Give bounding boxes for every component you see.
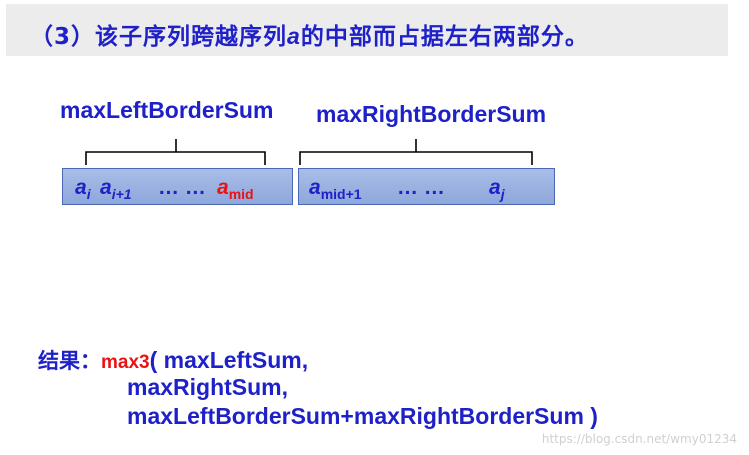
cell-a-mid: amid [217,176,254,203]
right-segment-box: amid+1 … … aj [298,168,555,205]
result-line-2: maxRightSum, [127,374,289,400]
watermark: https://blog.csdn.net/wmy01234 [541,432,737,446]
left-ellipsis: … … [158,176,206,199]
result-arg-1: ( maxLeftSum, [149,347,309,373]
title-text: （3）该子序列跨越序列a的中部而占据左右两部分。 [30,17,589,51]
max-right-border-sum-label: maxRightBorderSum [316,101,547,127]
braces [85,139,533,165]
title-prefix: （3）该子序列跨越序列 [30,24,288,50]
left-brace [85,139,266,165]
result-label: 结果： [38,349,101,373]
result-line-1: 结果：max3( maxLeftSum, [38,345,308,375]
left-segment-box: ai ai+1 … … amid [62,168,293,205]
cell-a-i-plus-1: ai+1 [100,176,132,203]
right-ellipsis: … … [397,176,445,199]
result-func: max3 [101,352,150,373]
cell-a-j: aj [489,176,505,203]
title-bar: （3）该子序列跨越序列a的中部而占据左右两部分。 [6,4,728,56]
result-line-3: maxLeftBorderSum+maxRightBorderSum ) [127,403,598,429]
cell-a-i: ai [75,176,91,203]
title-suffix: 的中部而占据左右两部分。 [300,24,589,50]
title-var: a [287,23,301,49]
cell-a-mid-plus-1: amid+1 [309,176,362,203]
max-left-border-sum-label: maxLeftBorderSum [60,97,274,123]
right-brace [299,139,533,165]
